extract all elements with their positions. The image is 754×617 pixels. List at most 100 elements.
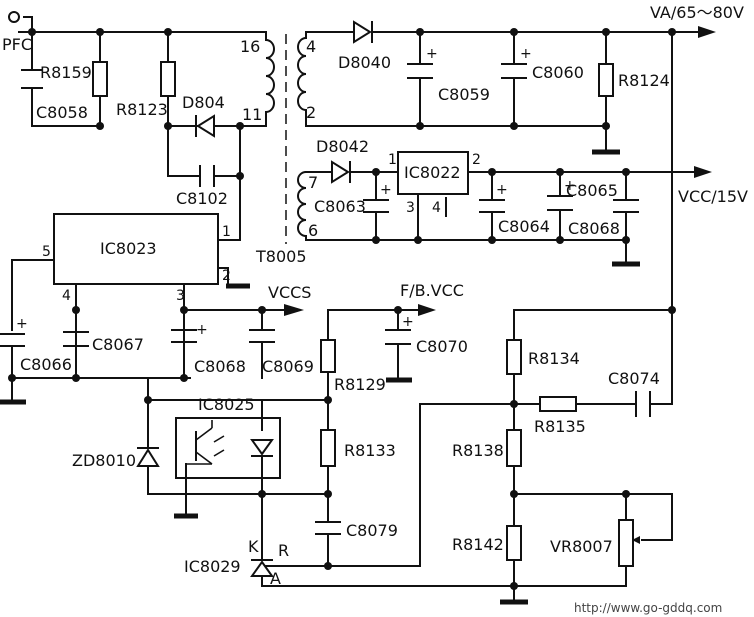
- r8133-resistor: [320, 429, 336, 467]
- vcc15-label: VCC/15V: [678, 187, 748, 206]
- c8069-label: C8069: [262, 357, 314, 376]
- svg-text:1: 1: [222, 224, 231, 240]
- pin2-label: 2: [306, 103, 316, 122]
- r8129-resistor: [320, 339, 336, 373]
- r8142-resistor: [506, 525, 522, 561]
- fbvcc-section: F/B.VCC + C8070 R8129: [320, 281, 468, 401]
- svg-text:+: +: [196, 322, 208, 338]
- ic8023-section: IC8023 5 1 2 4 3 + C8066 C8067 + C8068: [0, 211, 314, 405]
- c8074-capacitor: [635, 391, 651, 417]
- svg-text:3: 3: [176, 288, 185, 304]
- vr8007-potentiometer: [618, 519, 634, 567]
- pin11-label: 11: [242, 105, 262, 124]
- r8129-label: R8129: [334, 375, 386, 394]
- vr8007-label: VR8007: [550, 537, 613, 556]
- ic8023-box: [53, 213, 219, 285]
- pin16-label: 16: [240, 37, 260, 56]
- pin6-label: 6: [308, 221, 318, 240]
- ic8029-label: IC8029: [184, 557, 241, 576]
- r8134-resistor: [506, 339, 522, 375]
- c8066-label: C8066: [20, 355, 72, 374]
- c8067-label: C8067: [92, 335, 144, 354]
- c8079-label: C8079: [346, 521, 398, 540]
- svg-text:+: +: [564, 178, 576, 194]
- c8063-capacitor: [363, 199, 389, 213]
- r8135-resistor: [539, 396, 577, 412]
- svg-text:2: 2: [472, 152, 481, 168]
- ic8025-label: IC8025: [198, 395, 255, 414]
- r8142-label: R8142: [452, 535, 504, 554]
- divider-section: R8134 R8135 C8074 R8138 R8142 VR8007: [452, 306, 676, 605]
- c8063-label: C8063: [314, 197, 366, 216]
- ic8023-label: IC8023: [100, 239, 157, 258]
- ic8025-box: [175, 417, 281, 479]
- svg-text:+: +: [520, 46, 532, 62]
- svg-text:3: 3: [406, 200, 415, 216]
- c8066-capacitor: [0, 333, 25, 347]
- svg-text:4: 4: [432, 200, 441, 216]
- d804-label: D804: [182, 93, 225, 112]
- d8042-diode: [331, 160, 351, 184]
- zd8010-label: ZD8010: [72, 451, 136, 470]
- c8060-capacitor: [501, 63, 527, 79]
- t8005-label: T8005: [255, 247, 307, 266]
- svg-text:2: 2: [222, 268, 231, 284]
- svg-text:4: 4: [62, 288, 71, 304]
- t8005-winding-7-6: [297, 170, 308, 238]
- pfc-terminal: [8, 11, 20, 23]
- k-label: K: [248, 537, 259, 556]
- c8069-capacitor: [249, 329, 275, 343]
- c8059-label: C8059: [438, 85, 490, 104]
- r8133-label: R8133: [344, 441, 396, 460]
- svg-text:+: +: [426, 46, 438, 62]
- vccs-label: VCCS: [268, 283, 311, 302]
- c8064-capacitor: [479, 199, 505, 213]
- d8040-diode: [353, 20, 373, 44]
- svg-text:+: +: [496, 182, 508, 198]
- c8065-capacitor: [547, 195, 573, 211]
- c8074-label: C8074: [608, 369, 660, 388]
- d8042-label: D8042: [316, 137, 369, 156]
- r8138-resistor: [506, 429, 522, 467]
- c8065-label: C8065: [566, 181, 618, 200]
- vccs-output-arrow: [261, 304, 304, 316]
- c8058-capacitor: [21, 69, 43, 89]
- svg-text:1: 1: [388, 152, 397, 168]
- c8102-capacitor: [199, 165, 215, 187]
- c8064-label: C8064: [498, 217, 550, 236]
- vcc15-output-arrow: [694, 166, 712, 178]
- zd8010-zener: [136, 447, 160, 467]
- svg-text:+: +: [402, 314, 414, 330]
- r8135-label: R8135: [534, 417, 586, 436]
- pin7-label: 7: [308, 173, 318, 192]
- c8070-capacitor: [385, 329, 411, 345]
- c8067-capacitor: [63, 331, 89, 347]
- c8068-top-capacitor: [613, 199, 639, 213]
- phototransistor-icon: [186, 420, 225, 465]
- r8134-label: R8134: [528, 349, 580, 368]
- optocoupler-section: IC8025 ZD8010 R8133: [72, 377, 515, 588]
- r8159-label: R8159: [40, 63, 92, 82]
- d8040-label: D8040: [338, 53, 391, 72]
- t8005-winding-4-2: [297, 36, 308, 112]
- r8124-label: R8124: [618, 71, 670, 90]
- r8123-label: R8123: [116, 100, 168, 119]
- c8102-label: C8102: [176, 189, 228, 208]
- watermark-text: http://www.go-gddq.com: [574, 601, 722, 615]
- ic8029-shunt-regulator: [250, 403, 515, 587]
- c8068-top-label: C8068: [568, 219, 620, 238]
- va-output-arrow: [671, 26, 716, 38]
- a-label: A: [270, 569, 281, 588]
- ic8022-box: [397, 151, 469, 195]
- va-supply-section: 4 2 D8040 + C8059 + C8060 R8124 VA/65: [297, 3, 744, 311]
- r8123-resistor: [160, 61, 176, 97]
- svg-text:5: 5: [42, 244, 51, 260]
- c8070-label: C8070: [416, 337, 468, 356]
- pfc-label: PFC: [2, 35, 32, 54]
- c8079-capacitor: [315, 521, 341, 535]
- r8159-resistor: [92, 61, 108, 97]
- c8059-capacitor: [407, 63, 433, 79]
- fbvcc-label: F/B.VCC: [400, 281, 464, 300]
- svg-text:+: +: [380, 182, 392, 198]
